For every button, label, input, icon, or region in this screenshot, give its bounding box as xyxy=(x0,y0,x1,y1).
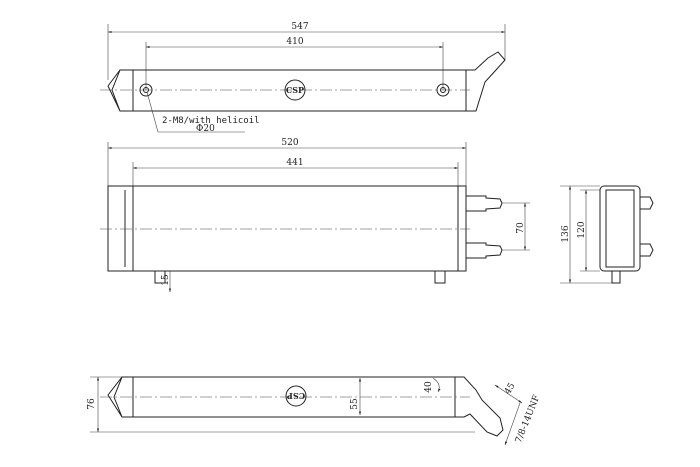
dim-label-45: 45 xyxy=(503,381,518,396)
dim-label-136: 136 xyxy=(561,225,571,242)
thread-label: 7/8-14UNF xyxy=(514,394,542,445)
dim-label-70: 70 xyxy=(516,222,526,234)
mounting-hole xyxy=(139,83,153,97)
angled-fitting xyxy=(455,376,504,437)
cooler-body xyxy=(132,69,467,112)
dim-label-547: 547 xyxy=(291,22,308,32)
hole-diameter: Φ20 xyxy=(196,124,215,134)
dim-label-120: 120 xyxy=(577,221,587,238)
dim-label-441: 441 xyxy=(286,158,303,168)
logo-text: CSP xyxy=(286,85,304,95)
dim-label-15: 15 xyxy=(161,274,171,286)
dim-label-76: 76 xyxy=(87,398,97,410)
right-fitting xyxy=(466,51,506,112)
dim-label-410: 410 xyxy=(286,37,303,47)
logo-text: CSP xyxy=(287,391,305,401)
csp-logo xyxy=(284,79,306,101)
dimension-45 xyxy=(494,384,523,404)
port-fitting xyxy=(466,242,503,259)
side-view: 136 120 xyxy=(560,185,654,284)
dim-label-520: 520 xyxy=(281,138,298,148)
mounting-foot xyxy=(434,270,446,284)
mounting-foot xyxy=(154,270,166,284)
port-fitting xyxy=(466,195,503,212)
bottom-view: 76 CSP 55 40 45 7/8-14UNF xyxy=(87,376,542,446)
dim-label-40: 40 xyxy=(424,381,434,393)
left-end-tank xyxy=(107,69,133,112)
dim-label-55: 55 xyxy=(350,398,360,410)
left-end-tank xyxy=(107,376,133,418)
front-view: 520 441 15 70 xyxy=(100,138,530,292)
cooler-body xyxy=(107,185,467,272)
side-fittings xyxy=(640,196,654,257)
csp-logo xyxy=(285,385,307,407)
hole-note: 2-M8/with helicoil xyxy=(162,116,260,126)
top-view: 547 410 CSP 2-M8/with helicoil Φ20 xyxy=(100,22,506,134)
mounting-hole xyxy=(436,83,450,97)
